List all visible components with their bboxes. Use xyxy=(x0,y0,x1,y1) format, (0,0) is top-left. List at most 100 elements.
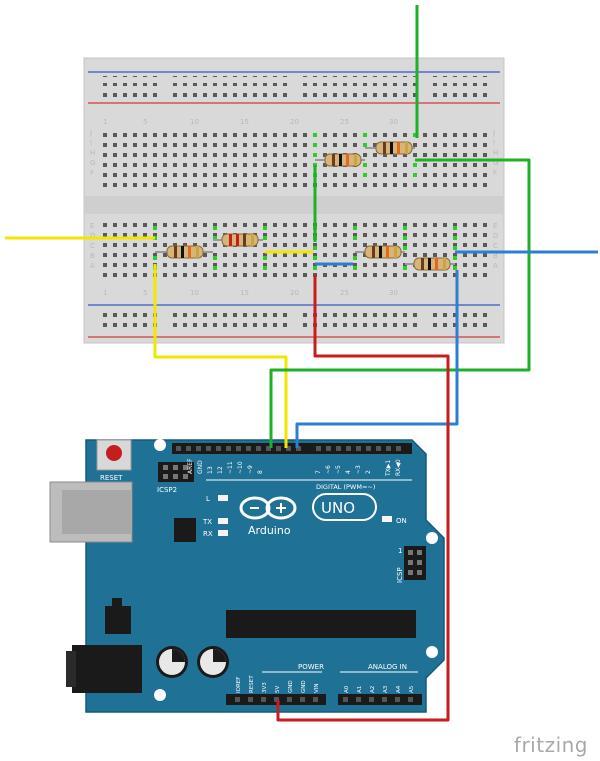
digital-header: AREF GND 13 12 ~11 ~10 ~9 8 7 ~6 ~5 4 ~3… xyxy=(172,443,412,491)
column-number: 20 xyxy=(290,118,299,126)
center-channel xyxy=(84,196,504,214)
analog-pin-label: A5 xyxy=(409,685,415,693)
row-letter: C xyxy=(493,242,498,250)
yellow-wire-signal xyxy=(153,264,288,448)
column-number: 1 xyxy=(103,118,107,126)
row-letter: F xyxy=(90,169,94,177)
usb-chip xyxy=(174,518,196,542)
row-letter: H xyxy=(90,149,95,157)
resistor-3 xyxy=(315,153,365,167)
resistor-6 xyxy=(405,257,455,271)
analog-pin-label: A4 xyxy=(396,685,402,693)
red-wire-power xyxy=(276,275,450,722)
icsp2-label: ICSP2 xyxy=(157,486,177,494)
analog-pin-label: A1 xyxy=(357,686,363,693)
row-letter: A xyxy=(90,262,95,270)
row-letter: B xyxy=(493,252,498,260)
resistor-4 xyxy=(365,141,415,155)
icsp-header: 1 ICSP xyxy=(396,546,426,583)
row-letter: C xyxy=(90,242,95,250)
pin-label-aref: AREF xyxy=(187,458,194,474)
pin-label: 7 xyxy=(315,470,322,474)
analog-label: ANALOG IN xyxy=(368,663,407,671)
row-letter: B xyxy=(90,252,95,260)
mounting-hole xyxy=(426,532,438,544)
pin-label: 4 xyxy=(345,470,352,474)
resistors xyxy=(155,141,455,271)
pin-label: ~9 xyxy=(247,465,254,474)
row-letter: D xyxy=(90,232,95,240)
column-number: 10 xyxy=(190,118,199,126)
power-label: POWER xyxy=(298,663,324,671)
row-letter: A xyxy=(493,262,498,270)
row-letter: I xyxy=(90,139,92,147)
row-letter: E xyxy=(90,222,94,230)
pin-label: ~5 xyxy=(335,465,342,474)
pin-label: ~11 xyxy=(227,461,234,474)
column-number: 25 xyxy=(340,289,349,297)
capacitors xyxy=(156,646,229,678)
column-number: 25 xyxy=(340,118,349,126)
uno-logo-text: UNO xyxy=(321,499,355,517)
column-number: 10 xyxy=(190,289,199,297)
pin-label: TX▶1 xyxy=(385,460,392,477)
mounting-hole xyxy=(426,646,438,658)
analog-pin-label: A3 xyxy=(383,685,389,693)
arduino-logo: Arduino UNO xyxy=(239,493,377,537)
analog-pin-label: A0 xyxy=(344,685,350,693)
power-pin-label: GND xyxy=(288,680,294,693)
pin-label-gnd: GND xyxy=(197,460,204,474)
pin-label: ~3 xyxy=(355,465,362,474)
terminal-strip-top xyxy=(100,128,490,188)
pin-label: RX◀0 xyxy=(395,459,402,476)
reset-button-cap[interactable] xyxy=(106,445,122,461)
row-letter: G xyxy=(493,159,498,167)
row-letter: I xyxy=(493,139,495,147)
on-led-label: ON xyxy=(396,517,407,525)
digital-label: DIGITAL (PWM=~) xyxy=(316,483,375,491)
icsp-label: ICSP xyxy=(396,567,404,583)
row-letter: E xyxy=(493,222,497,230)
power-pin-label: 3V3 xyxy=(262,682,268,693)
column-numbers-top: 1 5 10 15 20 25 30 xyxy=(103,118,398,126)
led-tx-label: TX xyxy=(202,518,212,526)
icsp2-header: ICSP2 xyxy=(157,462,194,494)
icsp-pin-number: 1 xyxy=(398,547,402,555)
led-l-label: L xyxy=(206,495,210,503)
row-letter: J xyxy=(89,129,92,137)
pin-label: 13 xyxy=(207,466,214,474)
analog-pin-label: A2 xyxy=(370,686,376,693)
analog-header: ANALOG IN A0 A1 A2 A3 A4 A5 xyxy=(338,663,422,705)
column-number: 5 xyxy=(143,118,147,126)
resistor-1 xyxy=(155,245,213,259)
wires xyxy=(5,5,598,722)
row-letter: F xyxy=(493,169,497,177)
power-pin-label: VIN xyxy=(314,684,320,694)
reset-label: RESET xyxy=(100,474,123,482)
column-number: 30 xyxy=(389,118,398,126)
column-number: 30 xyxy=(389,289,398,297)
resistor-5 xyxy=(355,245,405,259)
row-letters: J I H G F E D C B A J I H G F E D C B A xyxy=(89,129,498,270)
pin-label: 8 xyxy=(257,470,264,474)
mounting-hole xyxy=(154,689,166,701)
row-letter: J xyxy=(492,129,495,137)
arduino-uno-board: RESET ICSP2 AREF GND 13 12 ~11 ~10 ~9 8 … xyxy=(49,439,445,713)
led-rx-label: RX xyxy=(203,530,213,538)
pin-label: 2 xyxy=(365,470,372,474)
fritzing-watermark: fritzing xyxy=(513,733,588,757)
green-wire-signal xyxy=(269,158,531,448)
bottom-power-rail xyxy=(88,304,500,338)
onboard-leds: L TX RX ON xyxy=(202,495,407,538)
resistor-2 xyxy=(213,233,263,247)
microcontroller-chip xyxy=(226,610,416,638)
voltage-regulator xyxy=(105,606,131,634)
breadboard: 1 5 10 15 20 25 30 1 5 10 15 20 25 30 J … xyxy=(83,57,505,344)
top-power-rail xyxy=(88,71,500,104)
power-pin-label: 5V xyxy=(275,686,281,693)
pin-label: ~6 xyxy=(325,465,332,474)
pin-label: 12 xyxy=(217,466,224,474)
power-jack xyxy=(72,645,142,693)
column-number: 15 xyxy=(240,118,249,126)
